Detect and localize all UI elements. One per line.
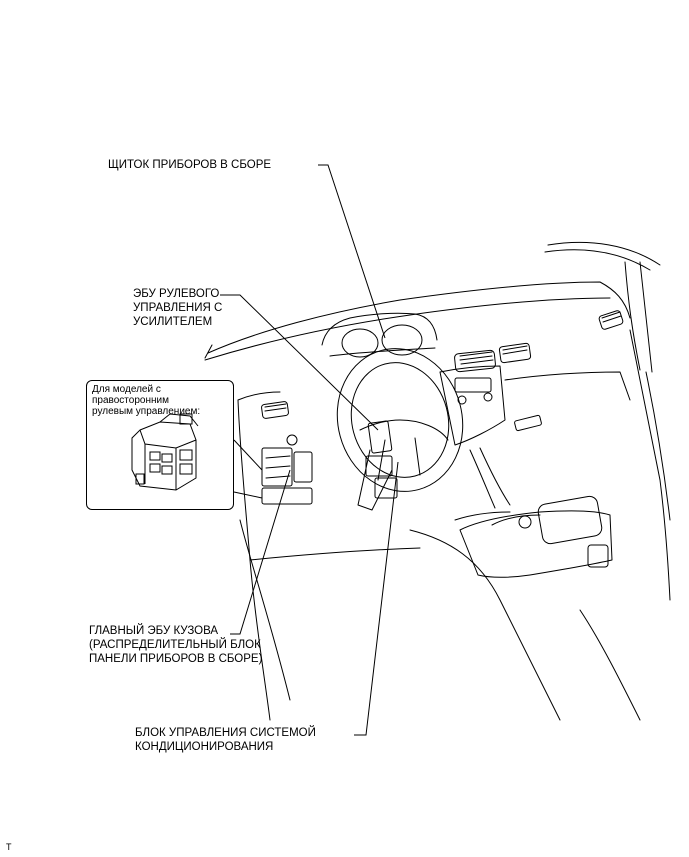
steering-column [357, 449, 393, 511]
label-instrument-cluster: ЩИТОК ПРИБОРОВ В СБОРЕ [108, 159, 272, 171]
label-main-body-ecu: ГЛАВНЫЙ ЭБУ КУЗОВА (РАСПРЕДЕЛИТЕЛЬНЫЙ БЛ… [89, 625, 263, 665]
inset-caption: Для моделей с правосторонним рулевым упр… [92, 384, 201, 417]
center-stack [439, 365, 506, 446]
floor-console [459, 510, 613, 578]
left-vent [261, 401, 289, 419]
center-vent [454, 349, 496, 373]
leader-body-ecu [230, 469, 291, 635]
corner-mark: T [6, 842, 12, 852]
leader-ac [354, 461, 399, 736]
right-pillar [629, 329, 671, 601]
gauge-left [341, 328, 379, 358]
label-ac-control: БЛОК УПРАВЛЕНИЯ СИСТЕМОЙ КОНДИЦИОНИРОВАН… [135, 727, 316, 753]
leader-inset [233, 439, 263, 471]
label-eps-ecu: ЭБУ РУЛЕВОГО УПРАВЛЕНИЯ С УСИЛИТЕЛЕМ [133, 288, 223, 328]
cluster-hood [321, 312, 438, 346]
steering-wheel-outer [336, 348, 464, 492]
gauge-right [381, 324, 423, 356]
leader-cluster [318, 164, 386, 339]
steering-wheel-inner [350, 362, 450, 478]
inset-box [86, 380, 234, 510]
windshield-frame [544, 241, 661, 373]
body-ecu-block [261, 447, 293, 487]
leader-eps [220, 294, 379, 431]
dashboard-top [207, 281, 631, 354]
eps-ecu-box [367, 420, 393, 454]
